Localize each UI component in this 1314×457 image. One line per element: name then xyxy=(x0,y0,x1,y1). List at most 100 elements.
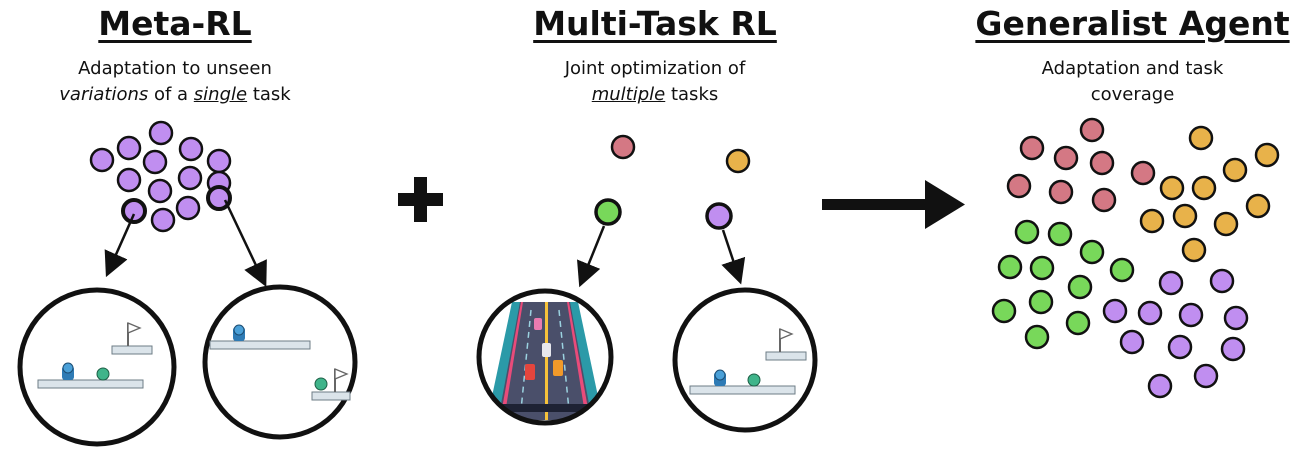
task-dot-purple xyxy=(206,148,232,174)
task-dot-green xyxy=(1109,257,1135,283)
task-dot-purple xyxy=(175,195,201,221)
task-dot-purple xyxy=(1102,298,1128,324)
task-dot-purple xyxy=(1223,305,1249,331)
task-dot-green xyxy=(1047,221,1073,247)
ice-platform-1a xyxy=(111,345,153,355)
task-dot-purple xyxy=(705,202,733,230)
task-dot-purple xyxy=(1147,373,1173,399)
task-dot-orange xyxy=(1159,175,1185,201)
task-dot-purple xyxy=(148,120,174,146)
task-dot-purple-selected xyxy=(121,198,147,224)
meta-rl-subtitle-variations: variations xyxy=(59,84,149,105)
ice-platform-2b xyxy=(311,391,351,401)
task-dot-green xyxy=(1067,274,1093,300)
task-dot-green xyxy=(1065,310,1091,336)
plus-icon xyxy=(398,177,443,222)
task-dot-red xyxy=(1130,160,1156,186)
task-dot-purple xyxy=(1167,334,1193,360)
task-dot-orange xyxy=(1139,208,1165,234)
task-dot-green xyxy=(1079,239,1105,265)
ice-platform-2a xyxy=(209,340,311,350)
task-dot-green xyxy=(594,198,622,226)
task-dot-red xyxy=(610,134,636,160)
task-dot-green xyxy=(1029,255,1055,281)
multi-task-rl-title: Multi-Task RL xyxy=(533,4,777,43)
task-dot-purple xyxy=(1137,300,1163,326)
task-dot-red xyxy=(1048,179,1074,205)
generalist-task-cluster xyxy=(991,117,1280,399)
task-dot-purple xyxy=(1178,302,1204,328)
race-car-white xyxy=(542,343,551,357)
task-dot-purple xyxy=(1158,270,1184,296)
meta-env-circle-1 xyxy=(17,287,177,447)
task-dot-red xyxy=(1019,135,1045,161)
task-dot-purple xyxy=(116,167,142,193)
generalist-subtitle-line1: Adaptation and task xyxy=(1041,58,1224,79)
task-dot-green xyxy=(1028,289,1054,315)
task-dot-purple xyxy=(1119,329,1145,355)
meta-rl-subtitle-single: single xyxy=(193,84,248,105)
task-dot-red xyxy=(1091,187,1117,213)
task-dot-purple xyxy=(1209,268,1235,294)
ice-platform-1b xyxy=(37,379,144,389)
big-arrow-icon xyxy=(822,180,965,229)
task-dot-purple xyxy=(1193,363,1219,389)
enemy-blob-icon xyxy=(96,367,110,381)
task-dot-orange xyxy=(1245,193,1271,219)
task-dot-purple xyxy=(150,207,176,233)
task-dot-purple xyxy=(1220,336,1246,362)
goal-flag-icon xyxy=(779,328,794,352)
task-dot-orange xyxy=(1213,211,1239,237)
task-dot-red xyxy=(1053,145,1079,171)
task-dot-purple xyxy=(89,147,115,173)
task-dot-purple xyxy=(116,135,142,161)
task-dot-purple xyxy=(142,149,168,175)
ice-platform-mt-b xyxy=(689,385,796,395)
task-dot-green xyxy=(1024,324,1050,350)
multi-task-env-circle-platformer xyxy=(672,287,818,433)
meta-env-circle-2 xyxy=(202,284,358,440)
meta-rl-task-cluster xyxy=(89,120,232,233)
enemy-blob-icon xyxy=(314,377,328,391)
multi-task-env-circle-racing xyxy=(476,288,614,426)
multi-task-rl-subtitle: Joint optimization of multiple tasks xyxy=(520,56,790,108)
meta-rl-subtitle: Adaptation to unseen variations of a sin… xyxy=(40,56,310,108)
multi-task-subtitle-line1: Joint optimization of xyxy=(564,58,746,79)
goal-flag-icon xyxy=(334,368,349,392)
agent-character-icon xyxy=(62,362,74,380)
generalist-agent-title: Generalist Agent xyxy=(975,4,1290,43)
generalist-agent-subtitle: Adaptation and task coverage xyxy=(995,56,1270,108)
task-dot-green xyxy=(991,298,1017,324)
task-dot-orange xyxy=(725,148,751,174)
meta-rl-subtitle-post: task xyxy=(247,84,291,105)
meta-rl-subtitle-mid: of a xyxy=(148,84,194,105)
generalist-subtitle-line2: coverage xyxy=(1090,84,1175,105)
goal-flag-icon xyxy=(127,322,142,346)
meta-arrow-right xyxy=(223,199,267,288)
meta-rl-title: Meta-RL xyxy=(98,4,252,43)
race-car-orange xyxy=(553,360,563,376)
agent-character-icon xyxy=(233,324,245,341)
task-dot-green xyxy=(997,254,1023,280)
task-dot-orange xyxy=(1172,203,1198,229)
racing-track xyxy=(487,302,603,420)
meta-arrow-left xyxy=(104,213,136,278)
race-car-red xyxy=(525,364,535,380)
race-car-pink xyxy=(534,318,542,330)
multi-task-arrow-right xyxy=(721,229,746,285)
task-dot-green xyxy=(1014,219,1040,245)
enemy-blob-icon xyxy=(747,373,761,387)
agent-character-icon xyxy=(714,369,726,386)
task-dot-orange xyxy=(1181,237,1207,263)
task-dot-red xyxy=(1089,150,1115,176)
task-dot-purple-selected xyxy=(206,185,232,211)
task-dot-red xyxy=(1079,117,1105,143)
task-dot-orange xyxy=(1188,125,1214,151)
task-dot-orange xyxy=(1222,157,1248,183)
task-dot-red xyxy=(1006,173,1032,199)
task-dot-orange xyxy=(1191,175,1217,201)
meta-rl-subtitle-pre: Adaptation to unseen xyxy=(78,58,272,79)
task-dot-purple xyxy=(178,136,204,162)
multi-task-subtitle-multiple: multiple xyxy=(591,84,666,105)
